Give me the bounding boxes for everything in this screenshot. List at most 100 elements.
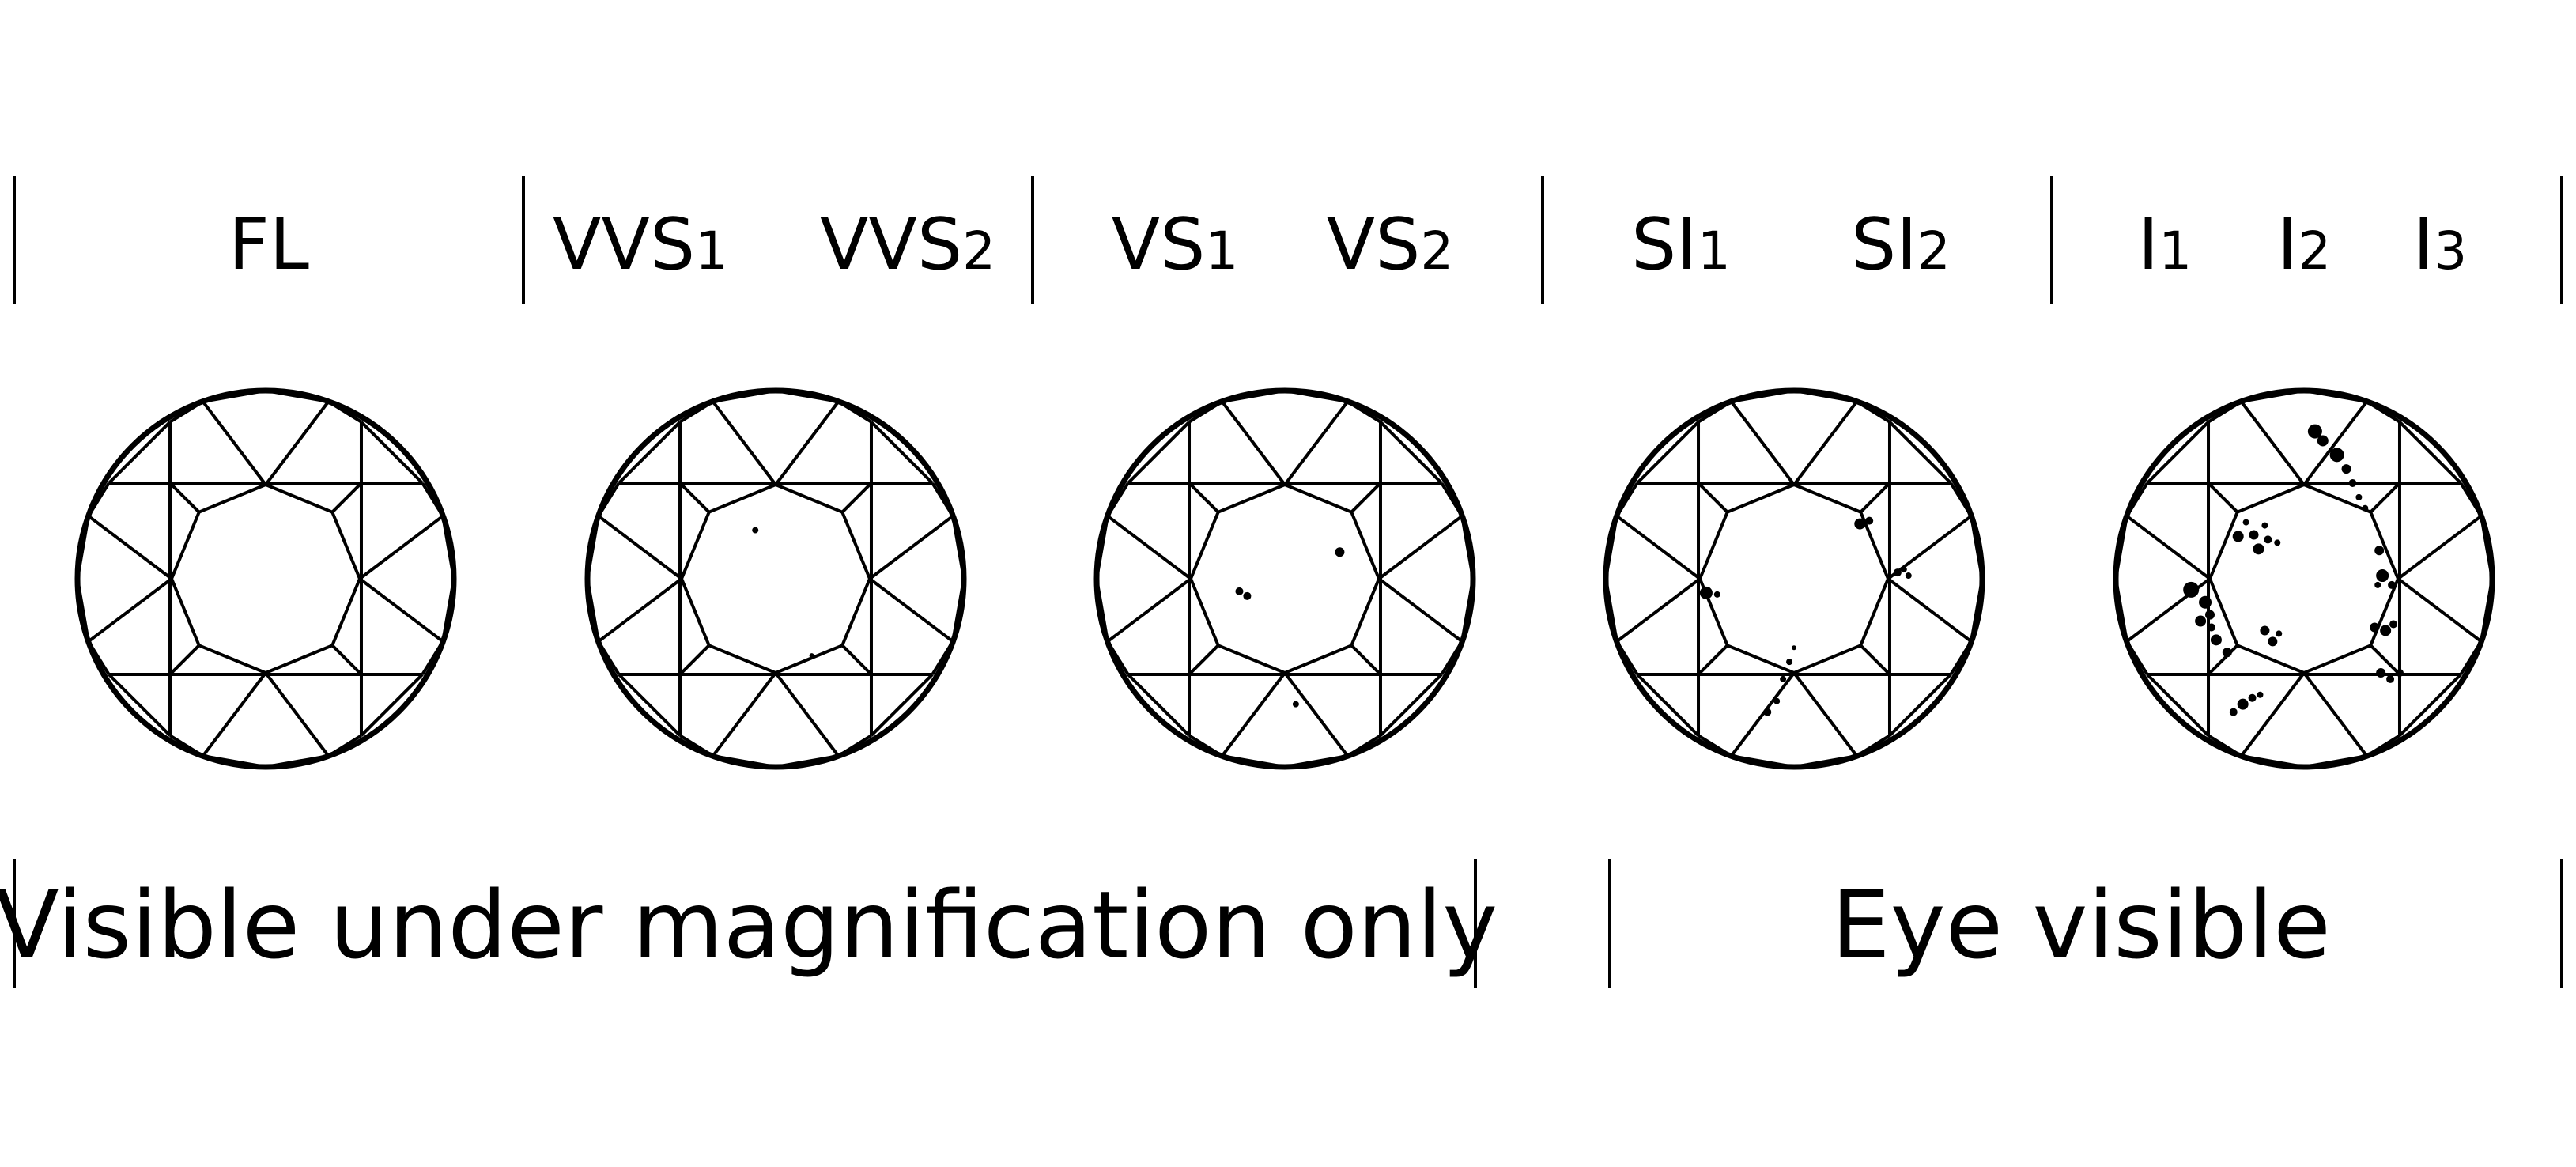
facet-line bbox=[1379, 673, 1443, 737]
facet-line bbox=[170, 578, 201, 647]
facet-line bbox=[1127, 673, 1191, 737]
facet-line bbox=[1697, 644, 1729, 676]
inclusion-dot bbox=[2355, 493, 2363, 500]
facet-line bbox=[708, 483, 776, 514]
grade-label-si1: SI1 bbox=[1631, 198, 1731, 293]
inclusion-dot bbox=[809, 653, 814, 659]
inclusion-dot bbox=[2274, 539, 2281, 546]
inclusion-dot bbox=[2388, 580, 2397, 589]
facet-line bbox=[680, 511, 711, 580]
facet-line bbox=[1222, 754, 1286, 769]
grade-label-i2: I2 bbox=[2277, 198, 2332, 293]
facet-line bbox=[1222, 389, 1286, 403]
facet-line bbox=[1106, 482, 1130, 517]
facet-line bbox=[2397, 577, 2483, 643]
facet-line bbox=[1859, 482, 1891, 514]
facet-line bbox=[2114, 578, 2128, 642]
inclusion-dot bbox=[1713, 591, 1720, 598]
facet-line bbox=[327, 400, 363, 424]
facet-line bbox=[774, 400, 840, 486]
inclusion-dot bbox=[2257, 691, 2264, 698]
inclusion-dot bbox=[1865, 516, 1874, 525]
inclusion-dot bbox=[2374, 546, 2385, 556]
facet-line bbox=[108, 673, 172, 737]
facet-line bbox=[1377, 515, 1464, 580]
facet-line bbox=[198, 483, 266, 514]
facet-line bbox=[775, 754, 839, 769]
inclusions bbox=[752, 527, 814, 659]
facet-line bbox=[265, 483, 334, 514]
inclusion-dot bbox=[2210, 634, 2222, 646]
facet-line bbox=[1888, 421, 1952, 485]
facet-line bbox=[2240, 671, 2306, 757]
facet-line bbox=[1615, 515, 1702, 580]
facet-line bbox=[264, 400, 330, 486]
facet-line bbox=[1189, 511, 1220, 580]
grade-label-i3: I3 bbox=[2413, 198, 2468, 293]
facet-line bbox=[931, 640, 954, 676]
facet-line bbox=[1095, 578, 1109, 642]
facet-line bbox=[1949, 640, 1973, 676]
facet-line bbox=[202, 389, 266, 403]
inclusion-dot bbox=[1786, 659, 1793, 666]
facet-line bbox=[2397, 515, 2483, 580]
facet-line bbox=[1347, 734, 1382, 757]
facet-line bbox=[2303, 754, 2367, 769]
grade-main: VVS bbox=[552, 203, 696, 286]
facet-line bbox=[1440, 640, 1464, 676]
diamond-vvs bbox=[584, 387, 967, 770]
facet-line bbox=[168, 734, 204, 757]
girdle-outline bbox=[1093, 387, 1476, 770]
visibility-label-magnification: Visible under magnification only bbox=[0, 871, 1498, 980]
facet-line bbox=[2207, 734, 2242, 757]
inclusion-dot bbox=[1893, 568, 1902, 577]
inclusion-dot bbox=[752, 527, 759, 534]
grade-sub: 1 bbox=[2159, 221, 2193, 281]
grade-label-vs1: VS1 bbox=[1112, 198, 1239, 293]
grade-main: I bbox=[2276, 203, 2298, 286]
inclusion-dot bbox=[2317, 435, 2329, 447]
grade-main: I bbox=[2412, 203, 2434, 286]
facet-line bbox=[1188, 482, 1220, 514]
facet-line bbox=[712, 671, 777, 757]
facet-line bbox=[1888, 673, 1952, 737]
facet-line bbox=[1636, 421, 1700, 485]
facet-line bbox=[1440, 482, 1464, 517]
facet-line bbox=[2236, 483, 2305, 514]
grade-main: VS bbox=[1326, 203, 1421, 286]
facet-line bbox=[1188, 644, 1220, 676]
facet-line bbox=[708, 644, 776, 674]
facet-line bbox=[597, 482, 621, 517]
facet-lines bbox=[1095, 389, 1475, 769]
inclusion-dot bbox=[2374, 581, 2381, 588]
facet-line bbox=[1284, 483, 1353, 514]
facet-line bbox=[441, 516, 455, 580]
inclusion-dot bbox=[2329, 448, 2344, 463]
facet-line bbox=[1859, 644, 1891, 676]
inclusion-dot bbox=[2386, 674, 2395, 683]
facet-line bbox=[2303, 389, 2367, 403]
inclusion-dot bbox=[1792, 645, 1796, 651]
facet-line bbox=[76, 516, 90, 580]
facet-line bbox=[2302, 400, 2368, 486]
facet-line bbox=[870, 673, 934, 737]
facet-line bbox=[330, 482, 363, 514]
facet-line bbox=[421, 482, 444, 517]
facet-line bbox=[2207, 400, 2242, 424]
facet-line bbox=[951, 578, 965, 642]
grade-sub: 2 bbox=[962, 221, 996, 281]
facet-line bbox=[1615, 640, 1639, 676]
grade-sub: 1 bbox=[1205, 221, 1239, 281]
facet-line bbox=[1615, 482, 1639, 517]
facet-lines bbox=[586, 389, 965, 769]
facet-line bbox=[198, 644, 266, 674]
inclusion-dot bbox=[2362, 504, 2369, 512]
facet-line bbox=[2303, 483, 2372, 514]
facet-line bbox=[2208, 511, 2239, 580]
facet-line bbox=[2369, 511, 2400, 580]
facet-line bbox=[597, 640, 621, 676]
facet-line bbox=[840, 511, 871, 580]
girdle-outline bbox=[2113, 387, 2495, 770]
